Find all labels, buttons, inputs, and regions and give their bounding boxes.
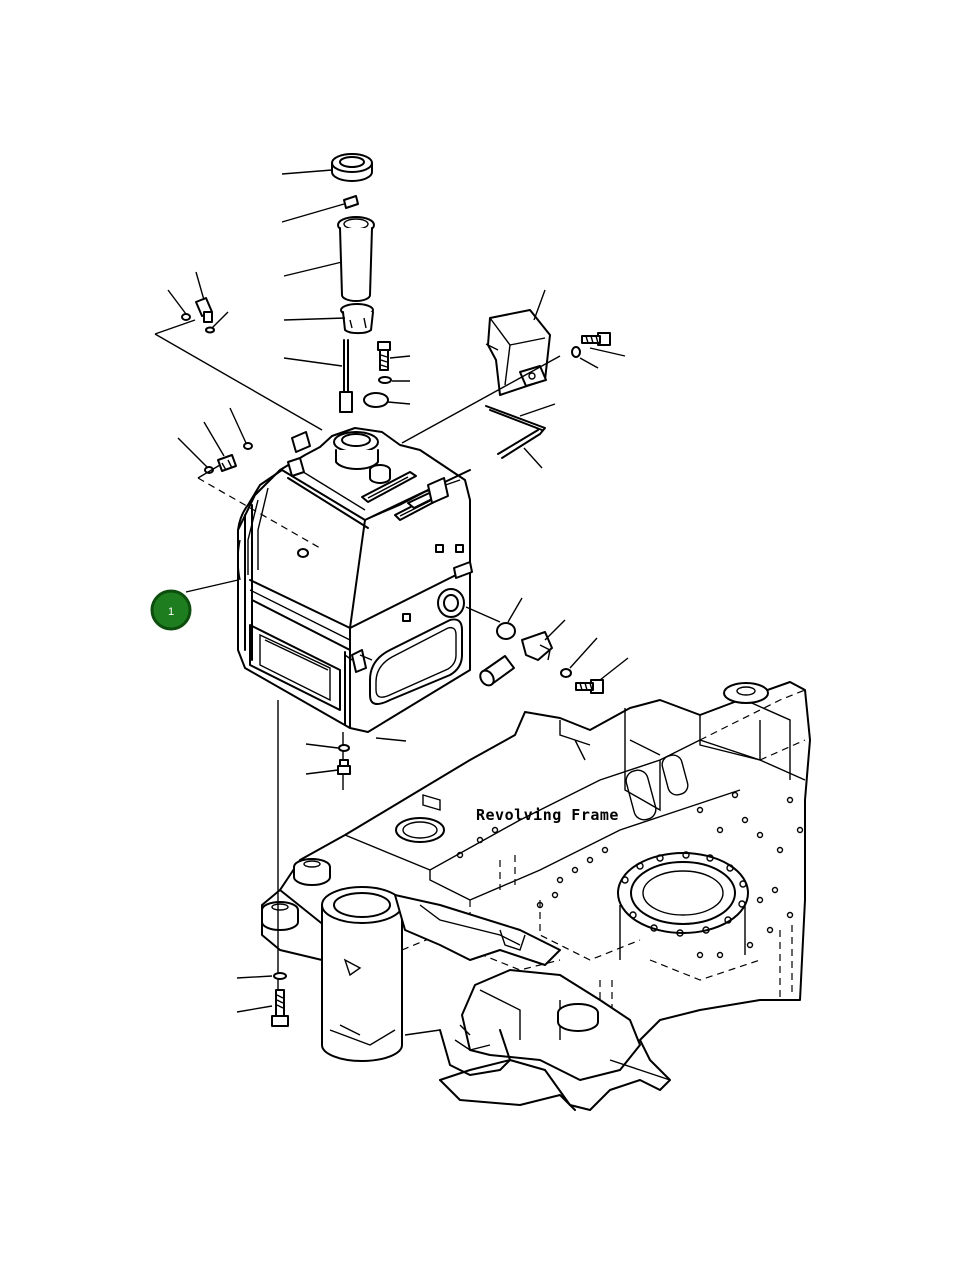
tank-top-vents xyxy=(361,471,449,521)
level-gauge-fittings xyxy=(465,597,629,694)
tank-drain-plug xyxy=(305,732,407,790)
callout-1-badge[interactable]: 1 xyxy=(150,589,192,631)
callout-1-number: 1 xyxy=(168,606,174,618)
callout-1-leader-line xyxy=(185,579,239,593)
filler-cap-assembly xyxy=(281,153,411,413)
tank-cover-bracket xyxy=(401,289,626,469)
lower-mount-fasteners xyxy=(236,700,289,1027)
revolving-frame-label: Revolving Frame xyxy=(476,806,619,824)
drain-fittings-left xyxy=(177,407,321,549)
breather-fittings xyxy=(154,271,323,431)
hydraulic-tank xyxy=(237,427,473,733)
revolving-frame xyxy=(261,681,811,1111)
